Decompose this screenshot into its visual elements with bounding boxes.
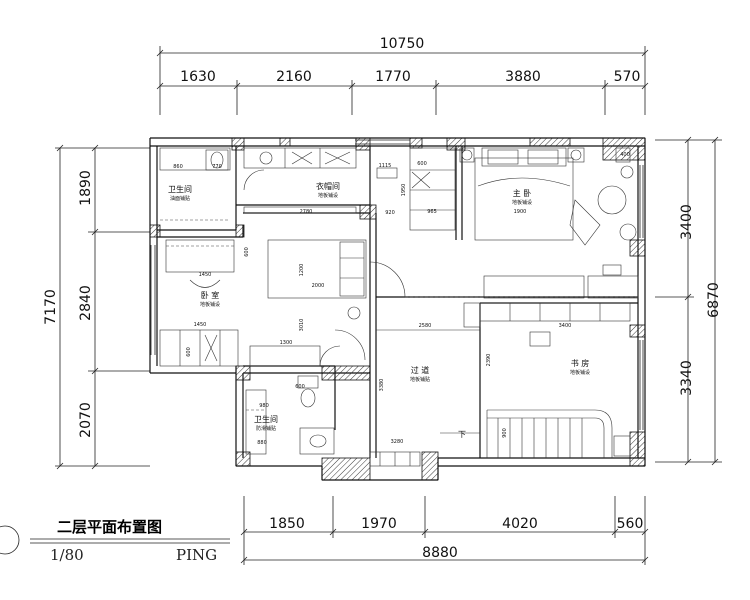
drawing-title: 二层平面布置图	[57, 518, 162, 536]
room-hall-sub: 地板铺贴	[410, 376, 430, 383]
mark-3380: 3380	[379, 379, 385, 392]
left-dim-1: 1890	[78, 170, 94, 206]
study-fixtures	[440, 331, 631, 458]
room-study-sub: 地板铺设	[570, 369, 590, 376]
drawing-tag: PING	[176, 546, 217, 564]
master-bed	[459, 147, 639, 299]
mark-920: 920	[385, 210, 395, 216]
room-bedroom-name: 卧 室	[201, 290, 220, 300]
bottom-dimension-lines	[240, 496, 649, 565]
mark-1450b: 1450	[194, 322, 207, 328]
windows	[150, 139, 644, 430]
mark-1200: 1200	[299, 264, 305, 277]
bedroom-fixtures	[159, 239, 367, 367]
mark-600b: 600	[244, 247, 250, 257]
top-dim-2: 2160	[276, 69, 312, 85]
mark-600c: 600	[186, 347, 192, 357]
room-master-sub: 地板铺设	[512, 199, 532, 206]
top-dim-3: 1770	[375, 69, 411, 85]
mark-900: 900	[502, 428, 508, 438]
bathroom-1-fixtures	[159, 147, 231, 221]
top-dimension-lines	[156, 46, 649, 115]
room-bedroom-sub: 地板铺设	[200, 301, 220, 308]
mark-1950: 1950	[401, 184, 407, 197]
room-bath1-sub: 油面铺贴	[170, 195, 190, 202]
room-closet-sub: 地板铺设	[318, 192, 338, 199]
bottom-dim-1: 1850	[269, 516, 305, 532]
room-closet-name: 衣帽间	[316, 181, 340, 191]
left-total-dim: 7170	[43, 289, 59, 325]
mark-1450a: 1450	[199, 272, 212, 278]
room-hall-name: 过 道	[411, 365, 430, 375]
room-bath2-name: 卫生间	[254, 414, 278, 424]
top-dim-1: 1630	[180, 69, 216, 85]
room-master-name: 主 卧	[513, 188, 532, 198]
right-dim-2: 3340	[679, 360, 695, 396]
wall-hatching	[149, 137, 646, 481]
mark-2390: 2390	[486, 354, 492, 367]
left-dimension-lines	[55, 144, 150, 470]
mark-3280: 3280	[391, 439, 404, 445]
room-study-name: 书 房	[571, 358, 590, 368]
mark-600a: 600	[417, 161, 427, 167]
bathroom-2-fixtures	[245, 375, 421, 467]
bottom-dim-3: 4020	[502, 516, 538, 532]
hallway-fixtures	[334, 261, 638, 361]
mark-600d: 600	[295, 384, 305, 390]
title-block	[0, 525, 230, 555]
top-total-dim: 10750	[380, 36, 425, 52]
mark-980: 980	[259, 403, 269, 409]
mark-1900: 1900	[514, 209, 527, 215]
mark-2780: 2780	[300, 209, 313, 215]
mark-965: 965	[427, 209, 437, 215]
drawing-scale: 1/80	[50, 546, 84, 564]
room-bath2-sub: 防滑铺贴	[256, 425, 276, 432]
mark-860: 860	[173, 164, 183, 170]
mark-1115: 1115	[379, 163, 392, 169]
room-bath1-name: 卫生间	[168, 184, 192, 194]
bottom-dim-4: 560	[617, 516, 644, 532]
top-dim-4: 3880	[505, 69, 541, 85]
stair-down-label: 下	[458, 430, 466, 439]
right-total-dim: 6870	[706, 282, 722, 318]
mark-2580: 2580	[419, 323, 432, 329]
right-dimension-lines	[655, 136, 722, 466]
left-dim-2: 2840	[78, 285, 94, 321]
bottom-dim-2: 1970	[361, 516, 397, 532]
closet-fixtures	[243, 147, 456, 231]
mark-400: 400	[620, 152, 630, 158]
mark-1300: 1300	[280, 340, 293, 346]
left-dim-3: 2070	[78, 402, 94, 438]
mark-770: 770	[212, 164, 222, 170]
top-dim-5: 570	[614, 69, 641, 85]
right-dim-1: 3400	[679, 204, 695, 240]
mark-2000: 2000	[312, 283, 325, 289]
mark-880: 880	[257, 440, 267, 446]
bottom-total-dim: 8880	[422, 545, 458, 561]
mark-3400: 3400	[559, 323, 572, 329]
mark-3010: 3010	[299, 319, 305, 332]
walls	[149, 137, 646, 481]
